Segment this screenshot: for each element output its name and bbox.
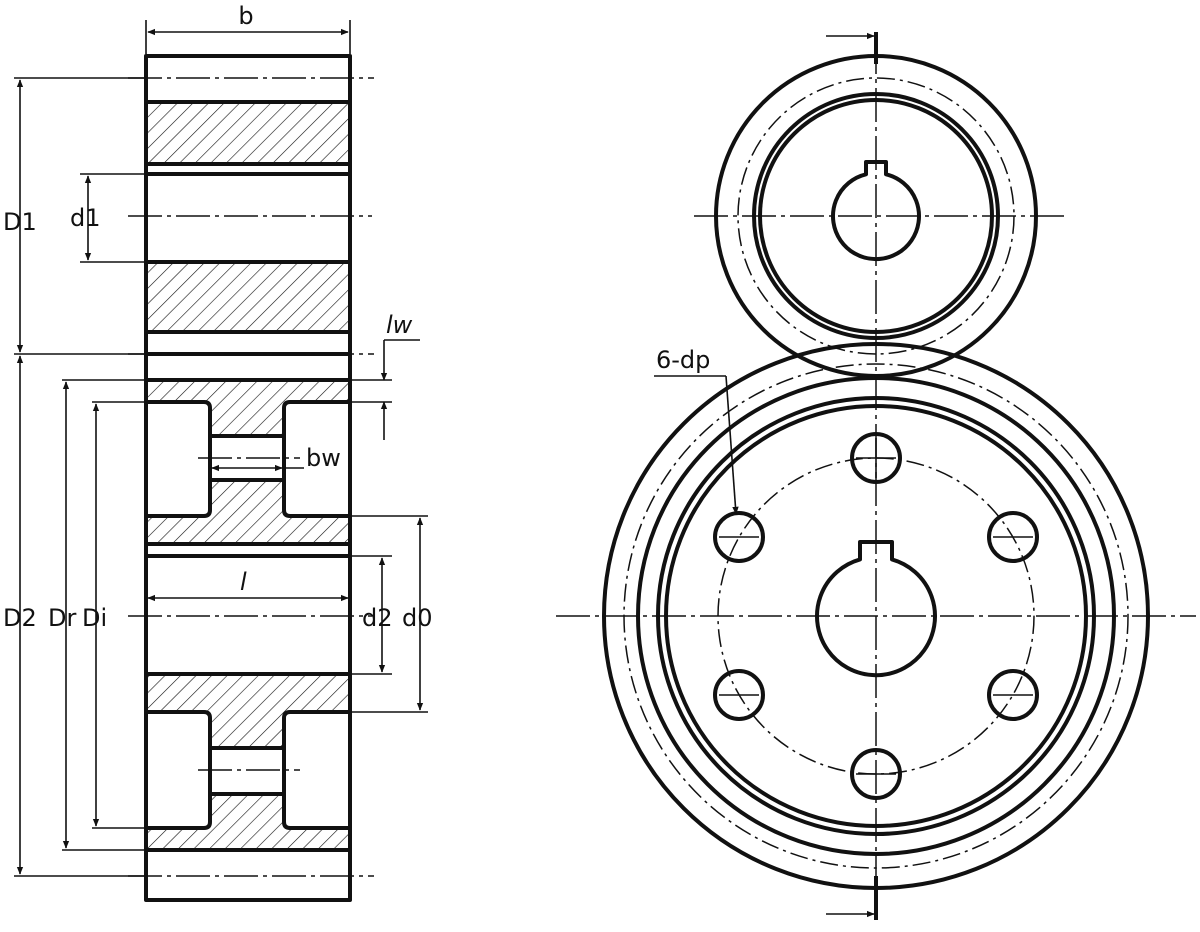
- label-D1: D1: [3, 208, 37, 236]
- hole-lower-left: [713, 669, 765, 721]
- front-view: 6-dp: [556, 32, 1196, 920]
- label-holes: 6-dp: [656, 346, 710, 374]
- hole-bottom: [850, 748, 902, 800]
- dimension-d0: d0: [350, 515, 433, 713]
- dimension-d2: d2: [350, 555, 393, 675]
- pinion-keyway-bore: [831, 160, 921, 262]
- holes-callout: 6-dp: [654, 346, 739, 515]
- label-d0: d0: [402, 604, 433, 632]
- dimension-Di: Di: [82, 401, 146, 829]
- front-center-lines: [556, 40, 1196, 900]
- label-bw: bw: [306, 444, 341, 472]
- label-l: l: [240, 568, 247, 596]
- dimension-Dr: Dr: [48, 379, 144, 851]
- dimension-d1: d1: [70, 173, 144, 263]
- dimension-lw: lw: [350, 311, 420, 440]
- dimension-l: l: [147, 568, 349, 602]
- dimension-b: b: [145, 2, 351, 54]
- label-d1: d1: [70, 204, 101, 232]
- label-lw: lw: [386, 311, 413, 339]
- dimension-bw: bw: [211, 444, 341, 472]
- dimension-D2: D2: [3, 355, 144, 877]
- label-b: b: [238, 2, 253, 30]
- section-view: b D1 d1 lw bw: [3, 2, 433, 902]
- hole-lower-right: [987, 669, 1039, 721]
- label-Dr: Dr: [48, 604, 76, 632]
- label-d2: d2: [362, 604, 393, 632]
- label-D2: D2: [3, 604, 37, 632]
- section-cut-markers: [826, 32, 878, 920]
- section-hatching: [148, 102, 348, 850]
- hole-upper-left: [713, 511, 765, 563]
- hole-upper-right: [987, 511, 1039, 563]
- gear-section: [144, 352, 352, 902]
- dimension-D1: D1: [3, 77, 144, 355]
- label-Di: Di: [82, 604, 107, 632]
- section-center-lines: [128, 77, 374, 877]
- gear-keyway-bore: [815, 540, 937, 678]
